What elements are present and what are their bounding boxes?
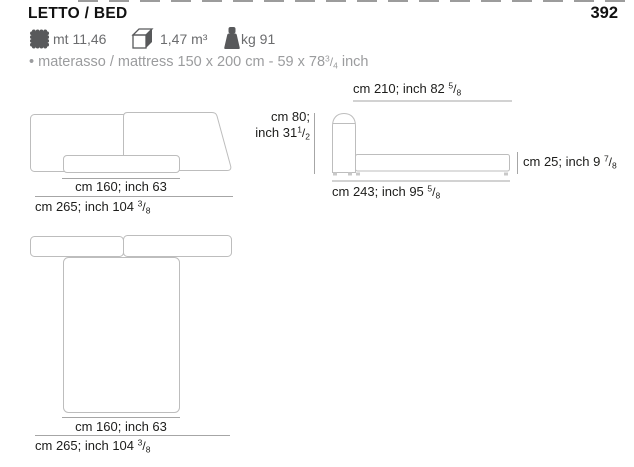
side-headboard-height-label: cm 80; inch 3112 [228,109,310,141]
top-total-width-label: cm 265; inch 104 38 [35,438,150,454]
side-height-cm: cm 80; [270,109,310,124]
top-headboard-right-panel [123,235,232,257]
top-headboard-left-panel [30,236,124,257]
mattress-note: • materasso / mattress 150 x 200 cm - 59… [29,54,368,70]
top-view [30,235,232,436]
fabric-swatch-icon [30,29,50,49]
side-feet [333,172,508,176]
page-title: LETTO / BED [28,5,128,22]
front-total-width-label: cm 265; inch 104 38 [35,199,150,215]
side-base-height-label: cm 25; inch 9 78 [523,154,617,170]
mattress-note-suffix: inch [337,54,369,70]
weight-value: kg 91 [241,31,276,47]
front-bed-base [63,155,180,173]
side-base-depth-label: cm 243; inch 95 58 [332,184,440,200]
volume-value: 1,47 m³ [160,31,208,47]
bullet: • [29,54,35,70]
top-mattress [63,257,180,413]
side-height-inch: inch 3112 [228,125,310,141]
side-total-depth-label: cm 210; inch 82 58 [353,81,461,97]
side-view [314,100,518,182]
front-view [30,112,233,197]
cube-icon [131,28,154,49]
side-headboard [332,112,356,173]
front-mattress-width-label: cm 160; inch 63 [75,179,167,194]
top-mattress-width-label: cm 160; inch 63 [75,419,167,434]
side-bed-base [355,154,510,172]
mattress-fraction: 34 [325,54,338,70]
weight-icon [224,27,240,49]
page-number: 392 [590,4,618,22]
fabric-meters-value: mt 11,46 [53,31,107,47]
mattress-note-text: materasso / mattress 150 x 200 cm - 59 x… [38,54,326,70]
page-top-crop-line [78,0,634,2]
